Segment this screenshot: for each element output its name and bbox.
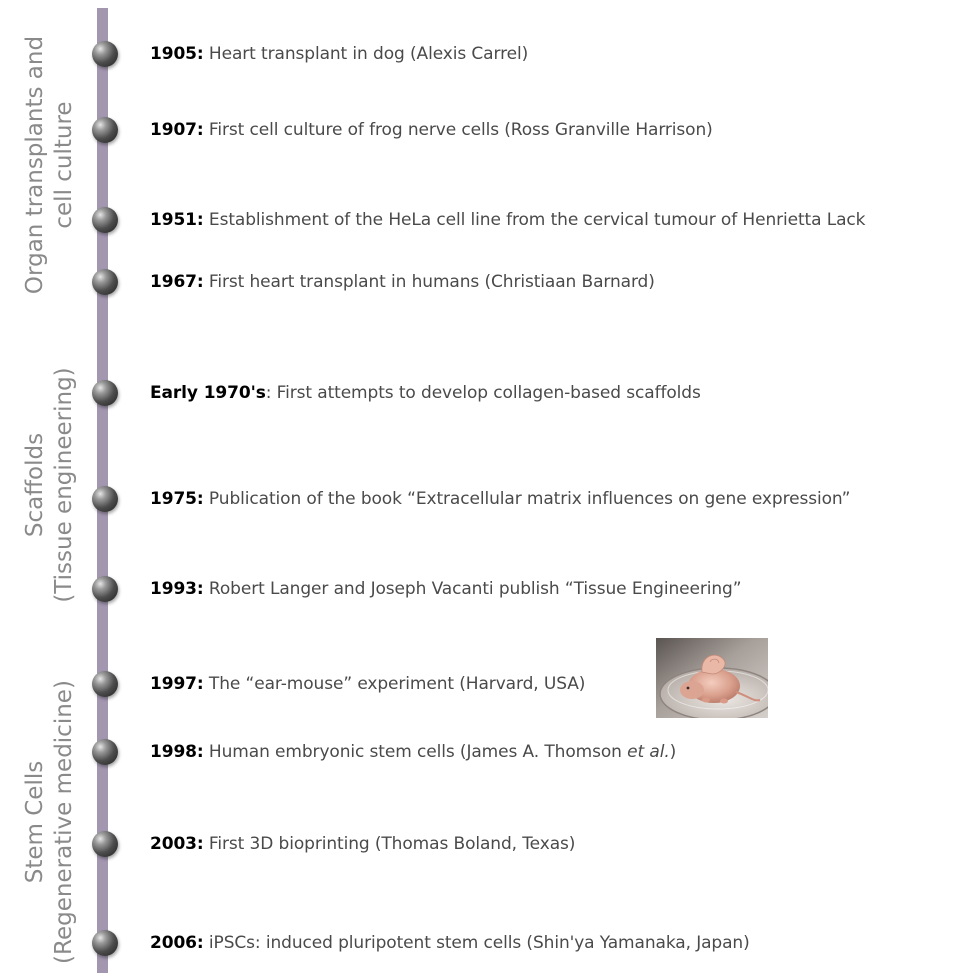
timeline-event: Early 1970's: First attempts to develop … <box>150 383 701 403</box>
event-text: : First attempts to develop collagen-bas… <box>266 383 701 403</box>
event-text: iPSCs: induced pluripotent stem cells (S… <box>204 933 750 953</box>
event-text: Establishment of the HeLa cell line from… <box>204 210 866 230</box>
event-date: Early 1970's <box>150 383 266 403</box>
event-date: 2006: <box>150 933 204 953</box>
timeline-node <box>92 117 118 143</box>
timeline-node <box>92 41 118 67</box>
timeline-node <box>92 831 118 857</box>
section-label-scaffolds: Scaffolds (Tissue engineering) <box>21 367 79 602</box>
event-date: 1975: <box>150 489 204 509</box>
event-text: Publication of the book “Extracellular m… <box>204 489 851 509</box>
timeline-node <box>92 207 118 233</box>
section-label-stem-cells: Stem Cells (Regenerative medicine) <box>21 680 79 964</box>
section-label-line: cell culture <box>50 36 79 294</box>
timeline-event: 1998: Human embryonic stem cells (James … <box>150 742 676 762</box>
event-date: 1997: <box>150 674 204 694</box>
event-date: 1951: <box>150 210 204 230</box>
timeline-event: 2006: iPSCs: induced pluripotent stem ce… <box>150 933 750 953</box>
event-date: 1905: <box>150 44 204 64</box>
timeline-node <box>92 486 118 512</box>
timeline-event: 1907: First cell culture of frog nerve c… <box>150 120 713 140</box>
ear-mouse-photo <box>656 638 768 718</box>
section-label-line: Stem Cells <box>21 680 50 964</box>
event-text: Human embryonic stem cells (James A. Tho… <box>204 742 628 762</box>
timeline-event: 2003: First 3D bioprinting (Thomas Bolan… <box>150 834 575 854</box>
event-date: 2003: <box>150 834 204 854</box>
event-text: First cell culture of frog nerve cells (… <box>204 120 713 140</box>
timeline-node <box>92 576 118 602</box>
event-date: 1907: <box>150 120 204 140</box>
event-text-suffix: ) <box>670 742 677 762</box>
timeline-event: 1951: Establishment of the HeLa cell lin… <box>150 210 865 230</box>
timeline-node <box>92 380 118 406</box>
event-text: First 3D bioprinting (Thomas Boland, Tex… <box>204 834 576 854</box>
timeline-event: 1967: First heart transplant in humans (… <box>150 272 655 292</box>
timeline-node <box>92 930 118 956</box>
section-label-line: (Regenerative medicine) <box>50 680 79 964</box>
timeline-node <box>92 671 118 697</box>
timeline-event: 1993: Robert Langer and Joseph Vacanti p… <box>150 579 741 599</box>
event-date: 1967: <box>150 272 204 292</box>
section-label-line: Scaffolds <box>21 367 50 602</box>
timeline-event: 1975: Publication of the book “Extracell… <box>150 489 850 509</box>
event-text: Heart transplant in dog (Alexis Carrel) <box>204 44 529 64</box>
timeline-event: 1905: Heart transplant in dog (Alexis Ca… <box>150 44 528 64</box>
event-text: The “ear-mouse” experiment (Harvard, USA… <box>204 674 586 694</box>
timeline-event: 1997: The “ear-mouse” experiment (Harvar… <box>150 674 585 694</box>
event-text: First heart transplant in humans (Christ… <box>204 272 655 292</box>
timeline-node <box>92 739 118 765</box>
section-label-line: (Tissue engineering) <box>50 367 79 602</box>
timeline-node <box>92 269 118 295</box>
event-date: 1998: <box>150 742 204 762</box>
event-date: 1993: <box>150 579 204 599</box>
section-label-line: Organ transplants and <box>21 36 50 294</box>
section-label-organ-transplants: Organ transplants and cell culture <box>21 36 79 294</box>
event-text: Robert Langer and Joseph Vacanti publish… <box>204 579 742 599</box>
event-text-italic: et al. <box>627 742 669 762</box>
